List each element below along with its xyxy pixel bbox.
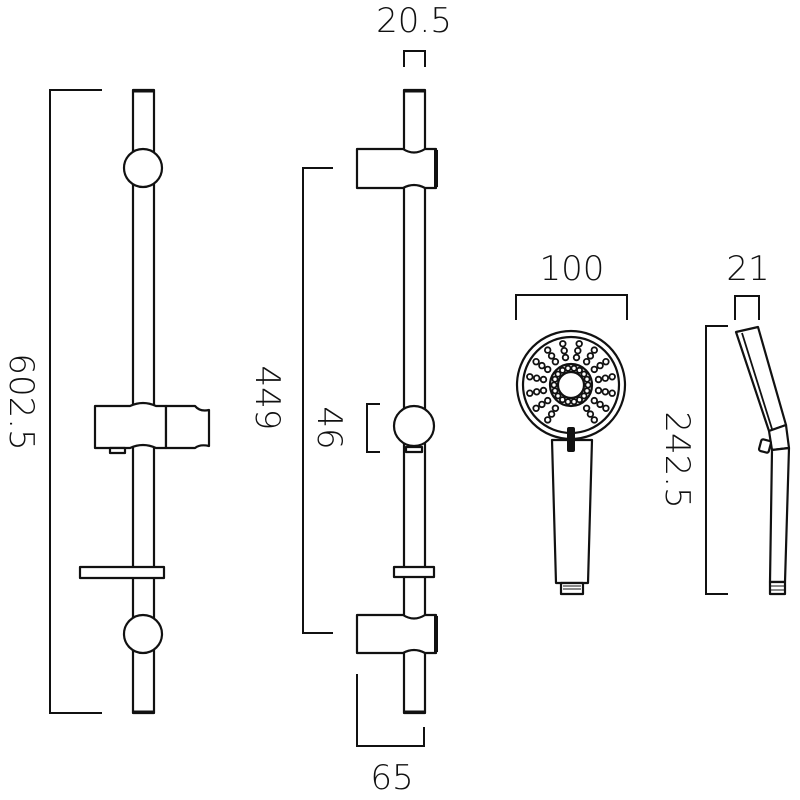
side-slider-circle: [392, 404, 436, 448]
handset-side-head: [734, 325, 788, 433]
handset-side-handle: [768, 446, 791, 584]
overall-length-label: 602.5: [1, 353, 41, 450]
spray-nozzles: [526, 340, 616, 424]
handset-side-view: 21 242.5: [657, 249, 791, 596]
handset-head-outer: [515, 329, 627, 441]
slider-holder-body: [93, 401, 168, 450]
handset-front-view: 100: [515, 249, 628, 596]
handset-handle: [550, 438, 594, 585]
handset-depth-dimension-line: [734, 295, 760, 320]
handset-side-connector: [768, 580, 787, 596]
bracket-spacing-label: 449: [247, 366, 287, 431]
bracket-dia-dimension-line: [366, 403, 380, 453]
handset-length-label: 242.5: [657, 411, 697, 508]
bottom-wall-bracket: [122, 613, 164, 655]
rail-front-view: 602.5: [1, 88, 211, 715]
rail-side-view: 20.5 449 46 65: [247, 1, 452, 798]
head-diameter-dimension-line: [515, 294, 628, 320]
slider-holder-cradle: [164, 404, 211, 450]
side-rail-guide: [392, 565, 436, 579]
handset-side-button: [757, 438, 773, 454]
handset-length-dimension-line: [705, 325, 728, 595]
bracket-spacing-dimension-line: [302, 167, 333, 634]
bracket-dia-label: 46: [309, 406, 349, 449]
head-diameter-label: 100: [540, 249, 605, 289]
top-wall-bracket: [122, 147, 164, 189]
projection-label: 65: [370, 758, 413, 798]
side-bottom-bracket: [355, 613, 438, 655]
rail-diameter-label: 20.5: [376, 1, 452, 41]
side-top-bracket: [355, 147, 438, 190]
side-slider-base: [404, 445, 424, 454]
rail-guide: [78, 565, 166, 580]
handset-depth-label: 21: [726, 249, 769, 289]
mode-selector-icon: [567, 427, 575, 452]
handset-center-hub: [556, 370, 586, 400]
projection-dimension-line: [356, 674, 425, 747]
handset-center-ring: [548, 362, 594, 408]
rail-diameter-dimension-line: [403, 50, 426, 67]
overall-length-dimension-line: [49, 89, 102, 714]
slider-knob: [108, 446, 127, 455]
